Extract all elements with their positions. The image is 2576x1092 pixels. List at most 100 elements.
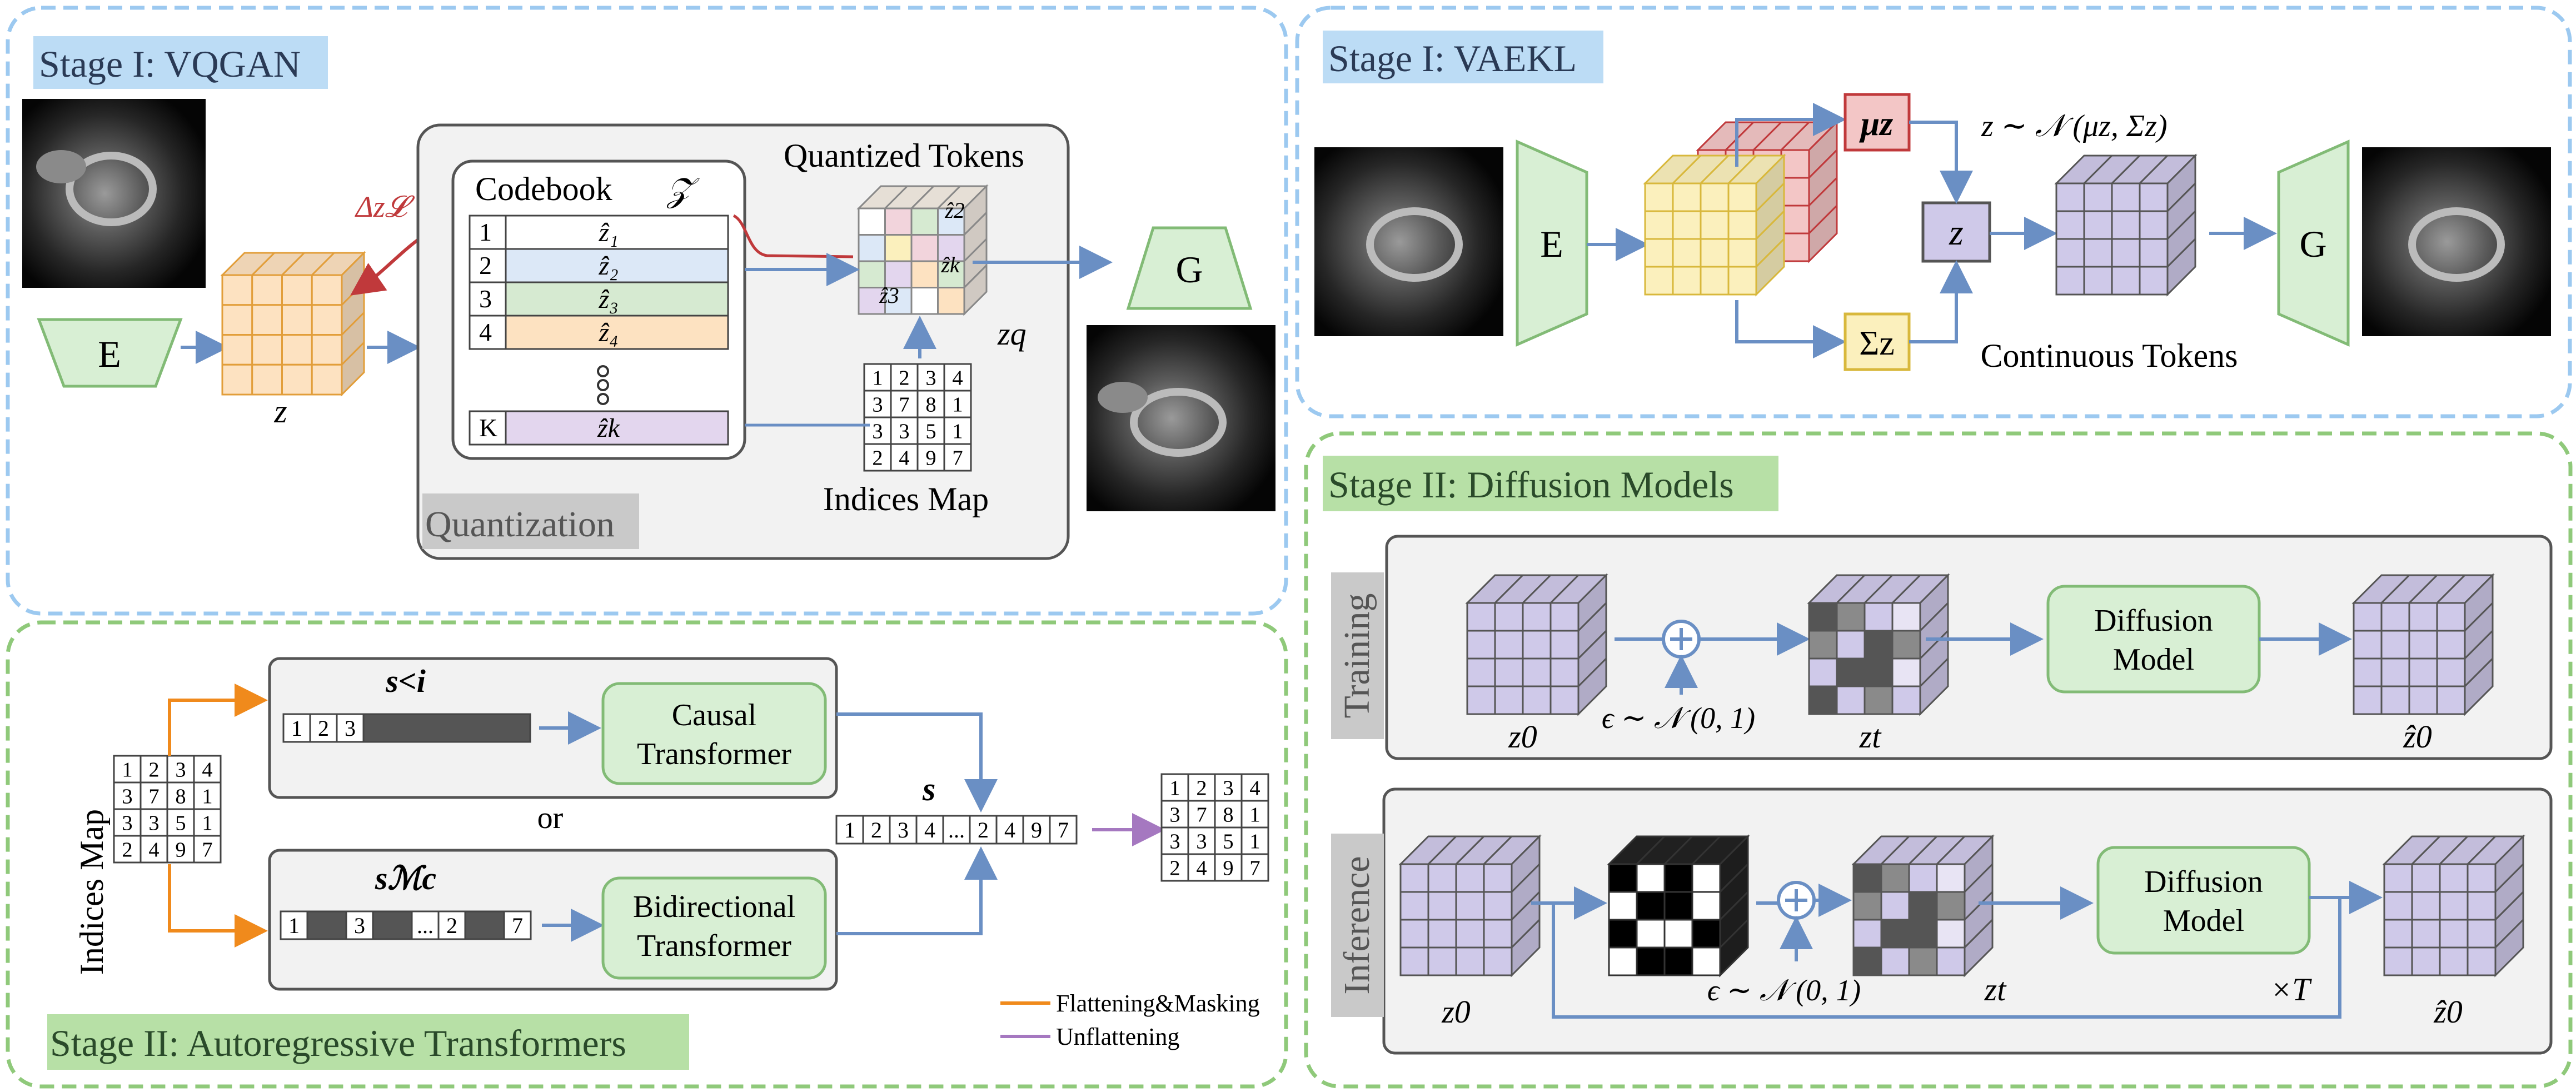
cube-cell: [1549, 630, 1580, 660]
grid-cell: [916, 390, 945, 418]
sequence-value: 1: [291, 716, 302, 741]
grid-value: 7: [1196, 803, 1207, 826]
cube-cell: [1608, 863, 1638, 893]
cube-cell: [1780, 149, 1810, 179]
cube-cell: [221, 334, 253, 366]
grid-value: 3: [899, 420, 909, 443]
codebook-index: 4: [479, 318, 492, 346]
cube-cell: [2411, 919, 2441, 949]
cube-cell: [1494, 685, 1524, 715]
cube-cell: [1691, 863, 1721, 893]
training-zt-cube: [1807, 573, 1950, 716]
cube-cell: [1466, 657, 1496, 687]
grid-cell: [863, 443, 892, 472]
sequence-cell: [282, 713, 311, 743]
grid-value: 8: [1223, 803, 1233, 826]
cube-cell: [1936, 891, 1966, 921]
cube-cell: [2411, 946, 2441, 976]
sequence-value: 7: [512, 913, 523, 938]
sequence-value: 3: [345, 716, 356, 741]
grid-value: 9: [175, 838, 186, 861]
cube-cell: [1700, 182, 1730, 212]
sequence-cell: [835, 815, 864, 845]
cube-cell: [1466, 630, 1496, 660]
cube-cell: [2383, 863, 2413, 893]
sequence-cell: [345, 910, 374, 940]
grid-value: 2: [899, 366, 909, 390]
grid-value: 2: [122, 838, 132, 861]
cube-cell: [2383, 891, 2413, 921]
cube-cell: [2439, 891, 2469, 921]
cube-cell: [1780, 177, 1810, 207]
cube-cell: [2380, 630, 2410, 660]
cube-side-cell: [1808, 203, 1838, 263]
training-label: Training: [1337, 594, 1377, 719]
cube-cell: [1455, 863, 1485, 893]
cube-cell: [1636, 946, 1666, 976]
grid-value: 1: [872, 366, 883, 390]
ar-indices-label: Indices Map: [73, 809, 110, 975]
cube-cell: [1852, 919, 1882, 949]
codebook-entry: ẑ₂: [598, 251, 618, 281]
grid-value: 8: [925, 393, 936, 416]
output-mri-image: [1087, 325, 1275, 511]
grid-value: 9: [925, 446, 936, 470]
grid-cell: [1214, 800, 1243, 829]
grid-cell: [166, 808, 195, 837]
cube-cell: [910, 287, 939, 315]
grid-cell: [1240, 773, 1269, 802]
masked-token: [362, 713, 531, 743]
inference-model-line2: Model: [2163, 904, 2244, 938]
cube-cell: [1808, 685, 1838, 715]
cube-cell: [2380, 685, 2410, 715]
cube-cell: [1483, 891, 1513, 921]
s-label: s: [922, 771, 935, 807]
cube-cell: [2083, 182, 2113, 212]
ar-title: Stage II: Autoregressive Transformers: [50, 1022, 626, 1064]
cube-cell: [1427, 919, 1457, 949]
sequence-value: 1: [288, 913, 300, 938]
codebook-entry: ẑ₄: [598, 318, 618, 347]
grid-value: 5: [1223, 830, 1233, 853]
cube-cell: [2436, 685, 2466, 715]
sequence-cell: [889, 815, 918, 845]
cube-cell: [2383, 919, 2413, 949]
inference-loop-arrow: [1552, 897, 2341, 1019]
grid-value: 1: [952, 420, 963, 443]
cube-side-cell: [1511, 918, 1541, 978]
grid-value: 7: [148, 785, 159, 808]
cube-cell: [1399, 863, 1429, 893]
grid-value: 4: [202, 758, 212, 781]
grid-value: 1: [202, 811, 212, 835]
cube-cell: [1427, 891, 1457, 921]
grid-cell: [193, 781, 222, 810]
cube-cell: [2055, 266, 2085, 296]
cube-side-cell: [2494, 918, 2524, 978]
bidir-transformer-line2: Transformer: [637, 929, 791, 963]
vaekl-panel: [1295, 6, 2572, 418]
cube-cell: [221, 274, 253, 306]
grid-value: 3: [122, 811, 132, 835]
cube-cell: [281, 304, 313, 336]
codebook-entry-cell: [505, 281, 729, 317]
vaekl-encoder: [1516, 139, 1588, 347]
grid-cell: [166, 835, 195, 864]
cube-cell: [1399, 946, 1429, 976]
vqgan-title: Stage I: VQGAN: [39, 43, 301, 85]
diffusion-title: Stage II: Diffusion Models: [1328, 463, 1734, 506]
cube-cell: [1727, 210, 1757, 240]
sequence-value: 2: [318, 716, 329, 741]
inference-noise-label: ϵ ∼ 𝒩 (0, 1): [1707, 974, 1861, 1007]
bidir-transformer: [601, 876, 827, 980]
cube-cell: [2139, 266, 2169, 296]
inference-zt-label: zt: [1984, 971, 2007, 1008]
grid-cell: [1240, 853, 1269, 882]
cube-cell: [2111, 238, 2141, 268]
vaekl-input-mri: [1314, 147, 1503, 336]
cube-cell: [2111, 182, 2141, 212]
cube-cell: [251, 363, 283, 396]
cube-cell: [2083, 210, 2113, 240]
